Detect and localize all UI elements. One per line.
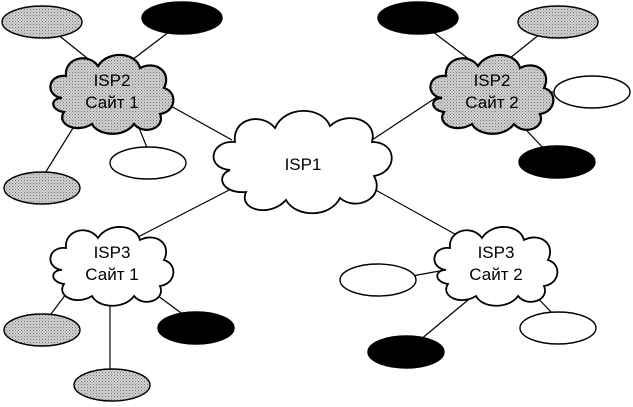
host-gray: [3, 171, 81, 205]
host-black: [518, 145, 596, 179]
cloud-label: ISP1: [285, 155, 322, 174]
link-isp2s1-host: [41, 119, 79, 179]
cloud-label: ISP3: [94, 243, 131, 262]
cloud-label: ISP3: [478, 243, 515, 262]
cloud-isp3-site1: ISP3 Сайт 1: [49, 226, 175, 307]
host-white: [553, 75, 631, 109]
cloud-isp3-site2: ISP3 Сайт 2: [433, 226, 559, 307]
host-white: [109, 146, 187, 180]
host-gray: [517, 5, 599, 39]
host-black: [377, 1, 459, 35]
link-isp1-isp3-site1: [137, 186, 236, 238]
cloud-label: Сайт 1: [85, 265, 138, 284]
host-gray: [1, 5, 83, 39]
link-isp1-isp3-site2: [371, 187, 463, 239]
cloud-isp1: ISP1: [212, 109, 393, 215]
cloud-label: Сайт 1: [85, 93, 138, 112]
cloud-isp2-site2: ISP2 Сайт 2: [429, 53, 555, 135]
cloud-label: Сайт 2: [465, 93, 518, 112]
link-isp1-isp2-site2: [371, 94, 441, 141]
host-white: [519, 311, 597, 345]
host-white: [339, 263, 417, 297]
cloud-isp2-site1: ISP2 Сайт 1: [49, 53, 175, 135]
cloud-label: Сайт 2: [469, 265, 522, 284]
host-gray: [73, 368, 151, 402]
host-black: [141, 1, 223, 35]
host-black: [367, 335, 445, 369]
host-black: [157, 311, 235, 345]
cloud-label: ISP2: [474, 71, 511, 90]
host-gray: [3, 313, 81, 347]
cloud-label: ISP2: [94, 71, 131, 90]
